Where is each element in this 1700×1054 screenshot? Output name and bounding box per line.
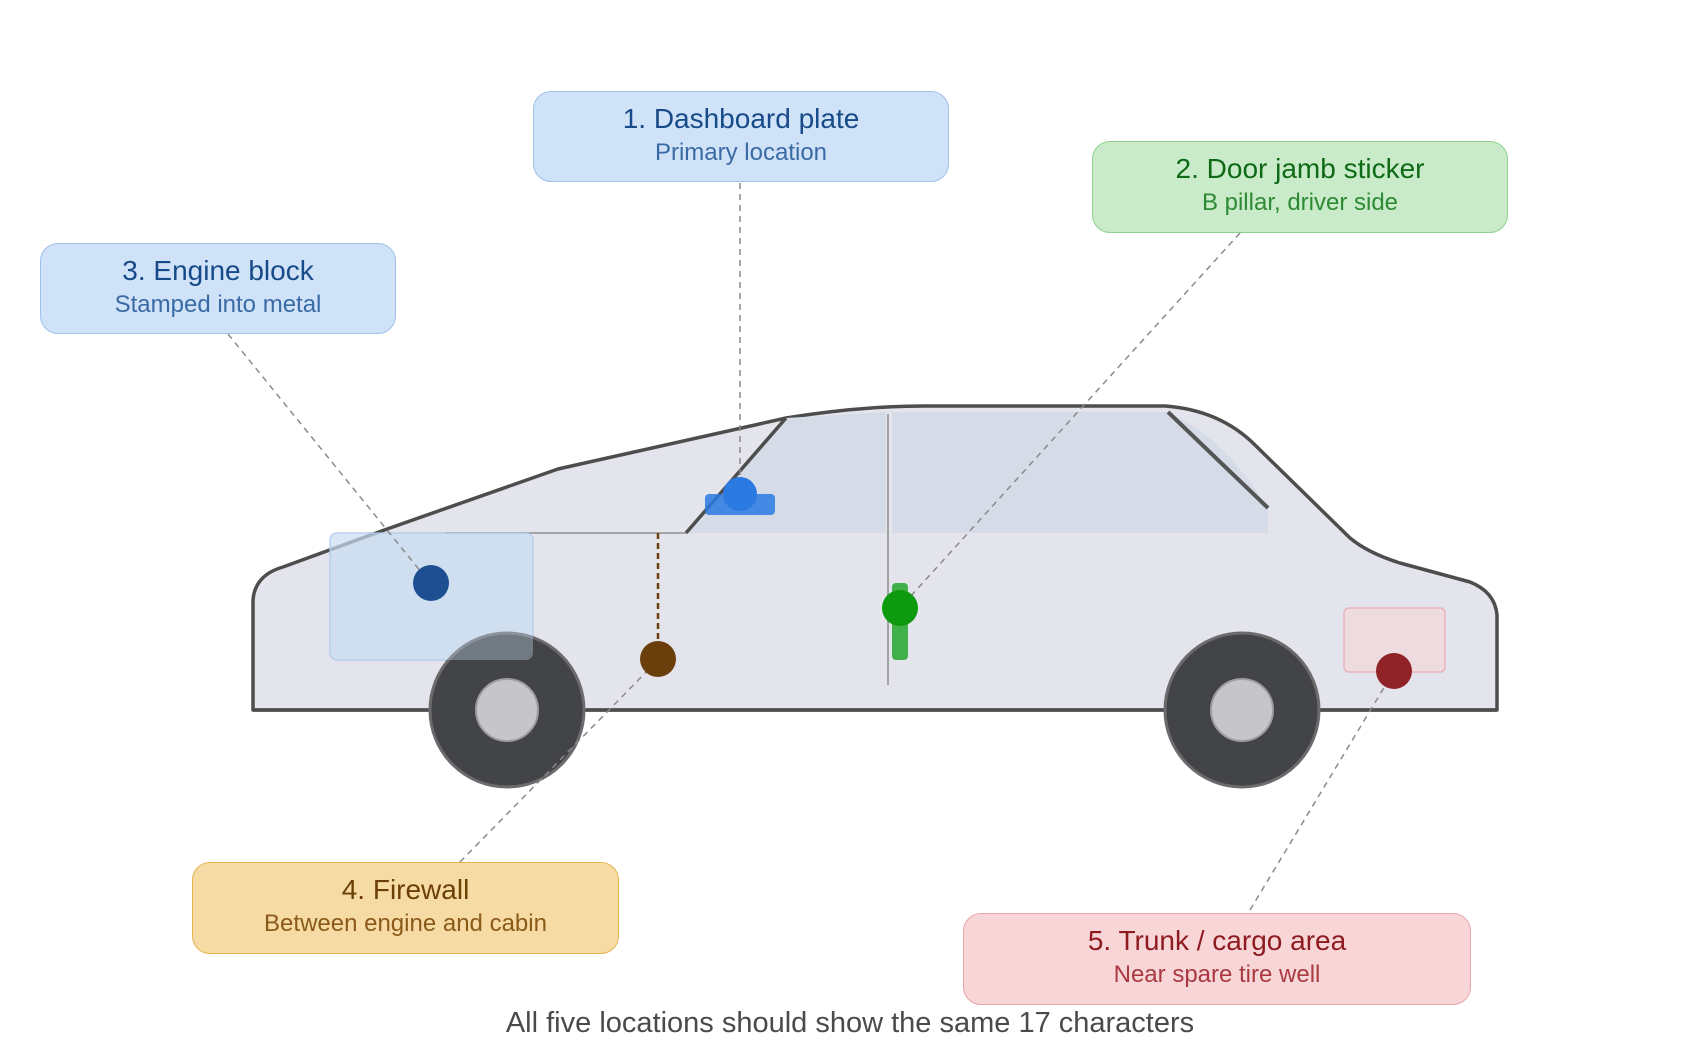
- callout-title: 5. Trunk / cargo area: [1087, 925, 1347, 956]
- callout-dashboard-plate: 1. Dashboard plate Primary location: [533, 91, 949, 182]
- callout-title: 1. Dashboard plate: [622, 103, 860, 134]
- callout-subtitle: B pillar, driver side: [1201, 189, 1399, 216]
- front-wheel: [428, 631, 586, 789]
- dashboard-marker-dot: [723, 477, 757, 511]
- leader-trunk: [1249, 670, 1395, 911]
- callout-title: 3. Engine block: [122, 255, 314, 286]
- diagram-caption: All five locations should show the same …: [505, 1007, 1195, 1039]
- callout-door-jamb-sticker: 2. Door jamb sticker B pillar, driver si…: [1092, 141, 1508, 233]
- doorjamb-marker-dot: [882, 590, 918, 626]
- firewall-marker-dot: [640, 641, 676, 677]
- leader-engine: [227, 333, 431, 584]
- rear-pillar-line: [1166, 410, 1270, 510]
- windshield-line: [684, 416, 788, 535]
- leader-doorjamb: [899, 232, 1241, 609]
- callout-title: 2. Door jamb sticker: [1175, 153, 1425, 184]
- leader-firewall: [459, 659, 659, 863]
- callout-subtitle: Stamped into metal: [114, 291, 322, 318]
- callout-subtitle: Near spare tire well: [1113, 961, 1321, 988]
- engine-marker-dot: [413, 565, 449, 601]
- callout-title: 4. Firewall: [341, 874, 470, 905]
- callout-subtitle: Primary location: [654, 139, 828, 166]
- rear-wheel: [1163, 631, 1321, 789]
- callout-trunk-cargo-area: 5. Trunk / cargo area Near spare tire we…: [963, 913, 1471, 1005]
- callout-engine-block: 3. Engine block Stamped into metal: [40, 243, 396, 334]
- callout-firewall: 4. Firewall Between engine and cabin: [192, 862, 619, 954]
- rear-window: [892, 412, 1268, 533]
- callout-subtitle: Between engine and cabin: [264, 910, 547, 937]
- trunk-marker-dot: [1376, 653, 1412, 689]
